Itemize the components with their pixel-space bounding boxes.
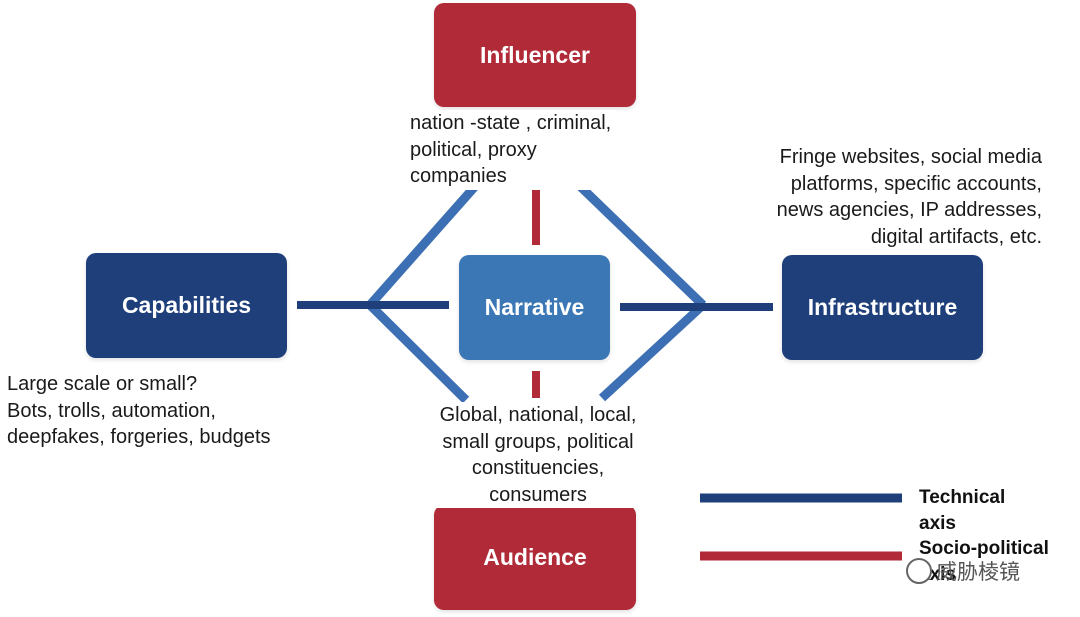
watermark: 威胁棱镜 bbox=[906, 556, 1020, 586]
connector-influencer-capabilities bbox=[366, 180, 482, 308]
connector-infrastructure-audience bbox=[598, 301, 707, 402]
narrative-label: Narrative bbox=[484, 294, 585, 320]
influencer-note-line: political, proxy bbox=[410, 138, 537, 161]
watermark-text: 威胁棱镜 bbox=[936, 561, 1020, 584]
audience-note-line: Global, national, local, bbox=[439, 404, 637, 426]
legend-technical-line1: Technical bbox=[919, 487, 1006, 508]
legend-technical-line2: axis bbox=[919, 513, 956, 534]
infrastructure-label: Infrastructure bbox=[807, 294, 958, 320]
influencer-note-line: companies bbox=[410, 165, 507, 187]
capabilities-note-line: deepfakes, forgeries, budgets bbox=[7, 426, 271, 448]
infrastructure-note-line: Fringe websites, social media bbox=[779, 146, 1042, 168]
audience-note: Global, national, local, small groups, p… bbox=[414, 402, 662, 508]
audience-label: Audience bbox=[483, 544, 587, 570]
infrastructure-note-line: platforms, specific accounts, bbox=[790, 172, 1042, 195]
wechat-icon bbox=[906, 558, 932, 584]
connector-capabilities-audience bbox=[366, 301, 470, 404]
infrastructure-note-line: digital artifacts, etc. bbox=[870, 225, 1042, 248]
capabilities-label: Capabilities bbox=[121, 292, 252, 318]
legend-technical-label: Technical axis bbox=[919, 485, 1005, 537]
capabilities-note-line: Bots, trolls, automation, bbox=[7, 399, 216, 422]
legend-socio-political-line1: Socio-political bbox=[919, 538, 1049, 559]
audience-note-line: constituencies, bbox=[471, 457, 605, 479]
infrastructure-node: Infrastructure bbox=[782, 255, 983, 360]
influencer-node: Influencer bbox=[434, 3, 636, 107]
infrastructure-note-line: news agencies, IP addresses, bbox=[776, 199, 1042, 221]
capabilities-note-line: Large scale or small? bbox=[7, 373, 198, 395]
audience-node: Audience bbox=[434, 505, 636, 610]
audience-note-line: consumers bbox=[489, 483, 587, 506]
capabilities-node: Capabilities bbox=[86, 253, 287, 358]
audience-note-line: small groups, political bbox=[442, 430, 634, 453]
capabilities-note: Large scale or small? Bots, trolls, auto… bbox=[7, 371, 271, 451]
influencer-note: nation -state , criminal, political, pro… bbox=[410, 110, 618, 190]
influencer-note-line: nation -state , criminal, bbox=[410, 112, 612, 134]
narrative-node: Narrative bbox=[459, 255, 610, 360]
infrastructure-note: Fringe websites, social media platforms,… bbox=[777, 144, 1042, 250]
influencer-label: Influencer bbox=[480, 41, 590, 68]
